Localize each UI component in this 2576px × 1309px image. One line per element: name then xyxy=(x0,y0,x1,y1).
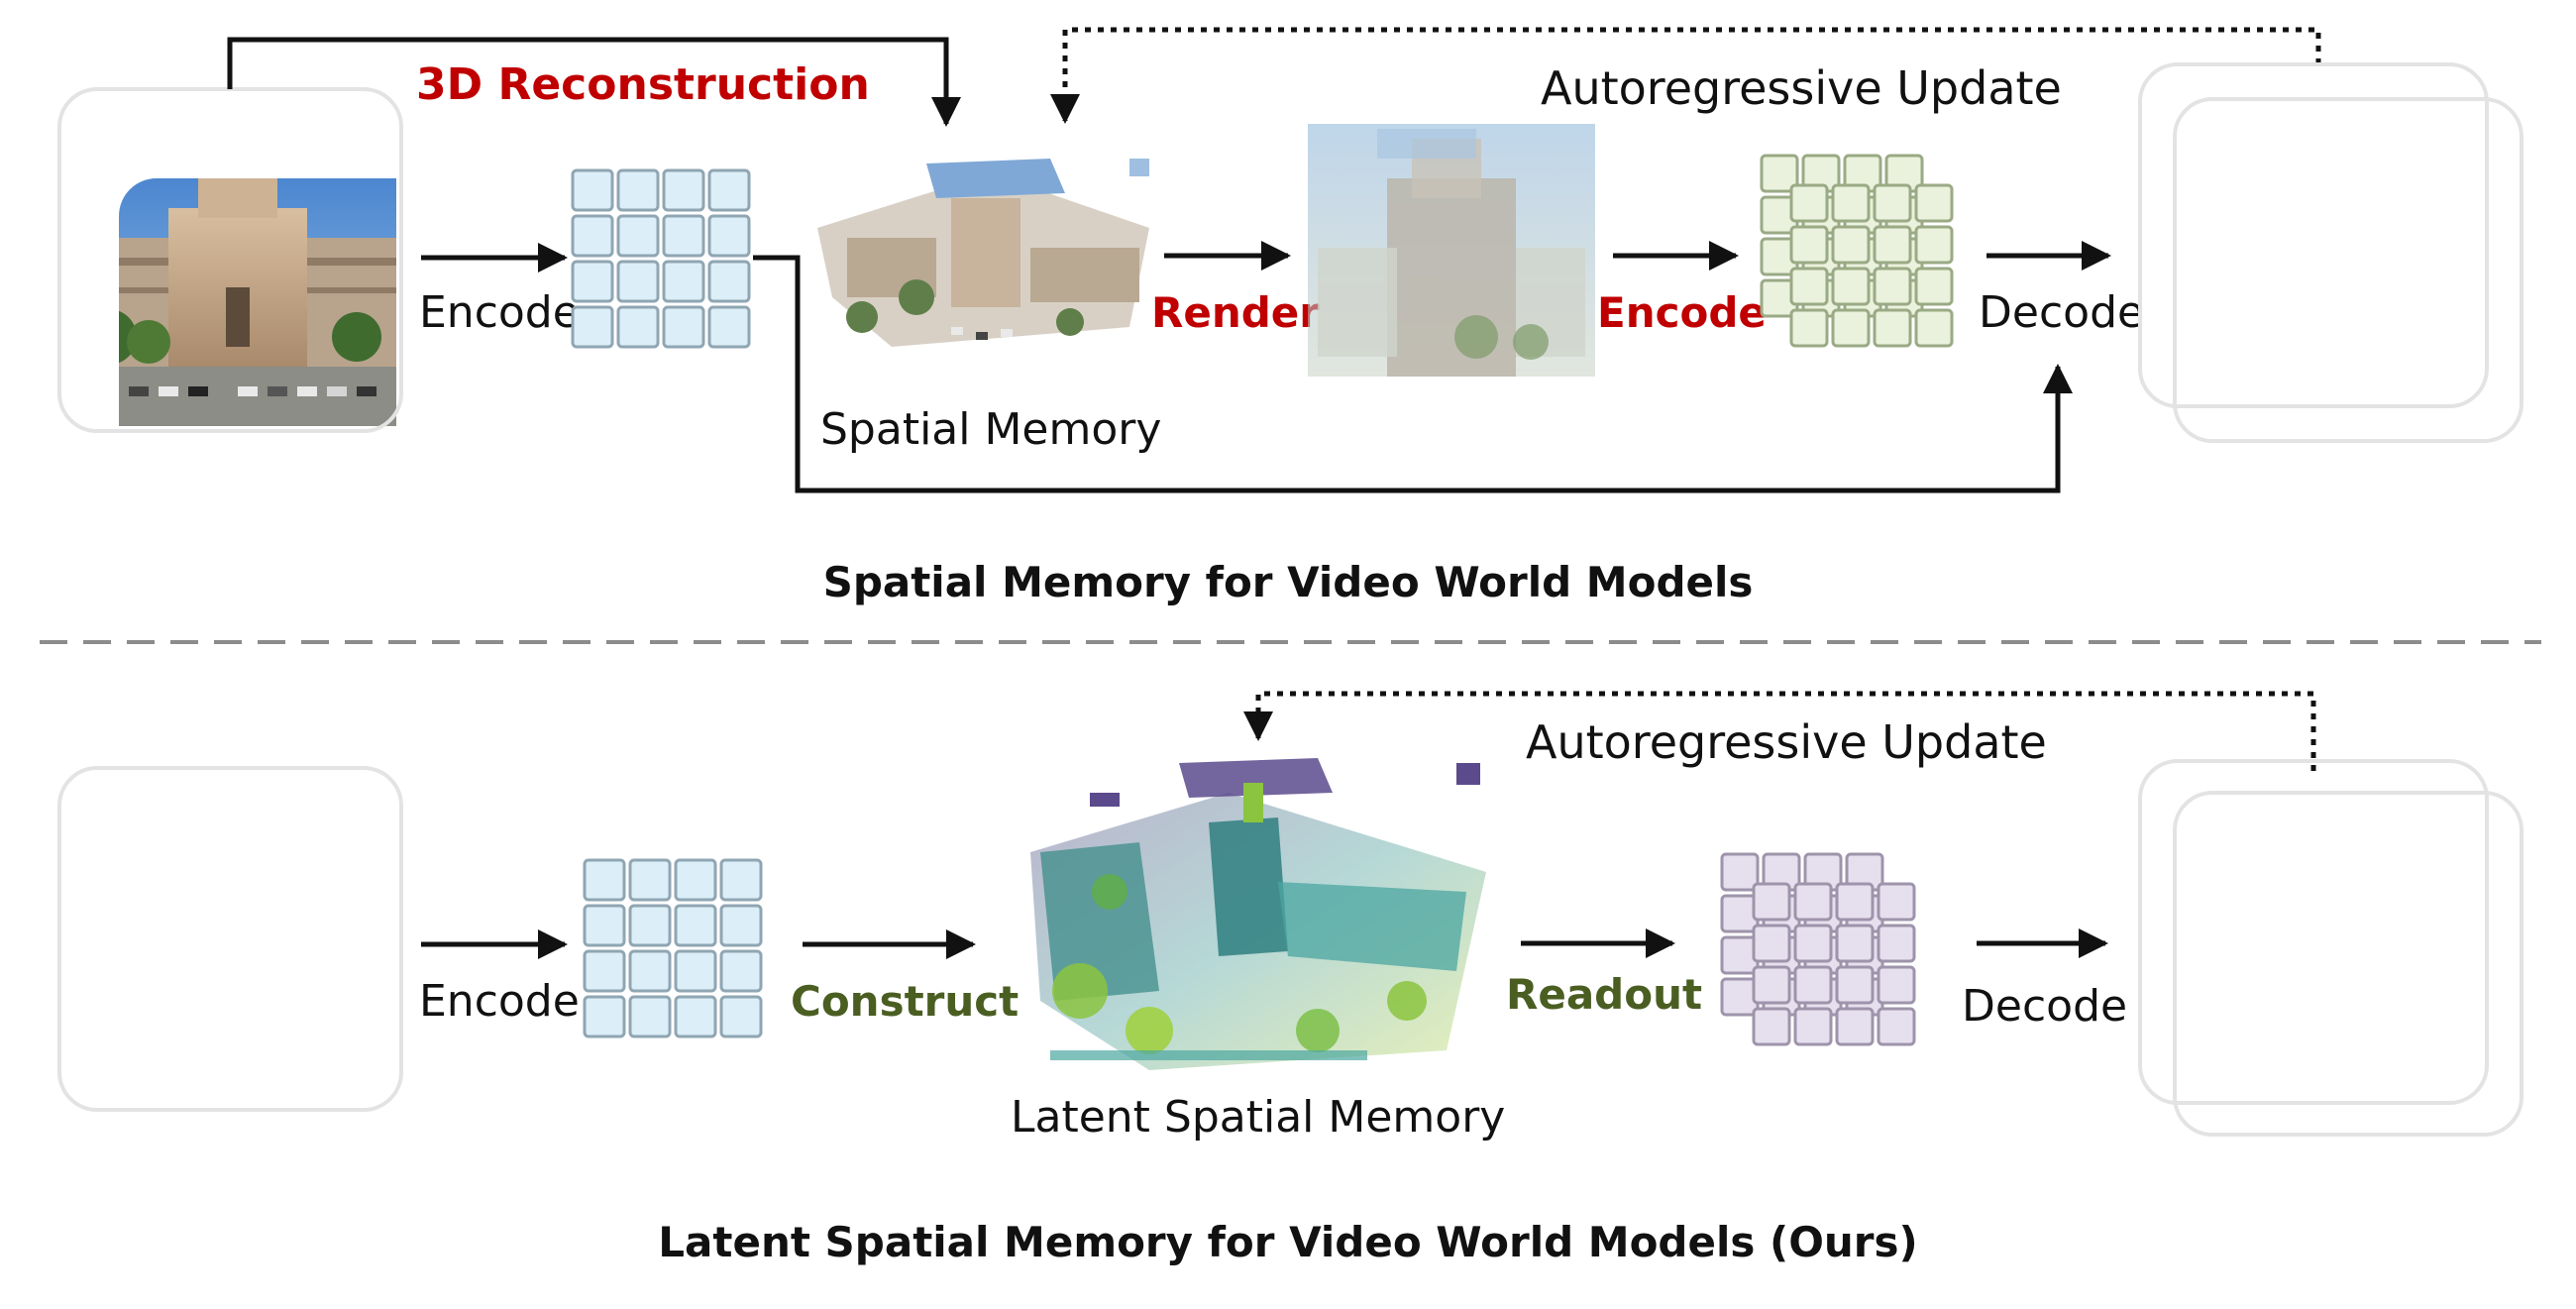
bottom-input-image xyxy=(57,766,403,1112)
purple-token-back xyxy=(1720,852,1760,892)
green-token-front xyxy=(1789,183,1829,223)
purple-token-front xyxy=(1877,924,1916,963)
top-output-frames xyxy=(2138,62,2523,443)
latent-token xyxy=(719,858,763,902)
top-caption: Spatial Memory for Video World Models xyxy=(823,558,1754,606)
green-token-front xyxy=(1831,267,1871,306)
reconstruction-arrow xyxy=(227,37,961,127)
top-decode-label: Decode xyxy=(1979,287,2144,338)
purple-token-front xyxy=(1752,1007,1791,1046)
latent-token xyxy=(719,995,763,1038)
latent-token xyxy=(674,949,717,993)
latent-token xyxy=(719,949,763,993)
latent-token xyxy=(616,168,660,212)
green-token-front xyxy=(1789,308,1829,348)
latent-token xyxy=(662,168,705,212)
purple-token-front xyxy=(1752,882,1791,922)
latent-token xyxy=(707,214,751,258)
green-token-front xyxy=(1831,308,1871,348)
latent-token xyxy=(719,904,763,947)
green-token-front xyxy=(1873,183,1912,223)
latent-token xyxy=(662,305,705,349)
green-token-front xyxy=(1914,267,1954,306)
latent-token xyxy=(583,904,626,947)
latent-token xyxy=(571,214,614,258)
latent-token xyxy=(616,260,660,303)
latent-token xyxy=(674,995,717,1038)
top-encode2-label: Encode xyxy=(1597,288,1767,337)
reconstruction-label: 3D Reconstruction xyxy=(416,59,870,110)
purple-token-front xyxy=(1877,1007,1916,1046)
latent-token xyxy=(571,260,614,303)
bottom-purple-token-stack xyxy=(1720,852,1916,1046)
top-autoregressive-arrow xyxy=(1050,27,2321,124)
latent-token xyxy=(628,949,672,993)
construct-label: Construct xyxy=(791,977,1019,1026)
green-token-front xyxy=(1873,225,1912,265)
purple-token-front xyxy=(1793,965,1833,1005)
top-autoregressive-label: Autoregressive Update xyxy=(1541,61,2062,115)
latent-token xyxy=(662,214,705,258)
latent-token xyxy=(616,214,660,258)
bottom-encode-label: Encode xyxy=(419,976,580,1027)
purple-token-front xyxy=(1752,965,1791,1005)
purple-token-front xyxy=(1793,1007,1833,1046)
bottom-latent-grid xyxy=(583,858,763,1038)
latent-token xyxy=(583,858,626,902)
green-token-front xyxy=(1873,308,1912,348)
latent-token xyxy=(707,168,751,212)
latent-token xyxy=(707,305,751,349)
green-token-front xyxy=(1914,183,1954,223)
latent-token xyxy=(583,995,626,1038)
green-token-front xyxy=(1873,267,1912,306)
readout-label: Readout xyxy=(1506,970,1702,1019)
rendered-view xyxy=(1308,124,1595,377)
latent-token xyxy=(571,305,614,349)
latent-token xyxy=(616,305,660,349)
latent-token xyxy=(674,858,717,902)
latent-token xyxy=(628,904,672,947)
latent-token xyxy=(662,260,705,303)
top-latent-grid xyxy=(571,168,751,349)
bottom-caption: Latent Spatial Memory for Video World Mo… xyxy=(658,1218,1917,1266)
purple-token-front xyxy=(1793,882,1833,922)
latent-token xyxy=(707,260,751,303)
purple-token-front xyxy=(1835,882,1875,922)
render-label: Render xyxy=(1151,288,1320,337)
green-token-front xyxy=(1789,267,1829,306)
green-token-front xyxy=(1914,308,1954,348)
purple-token-front xyxy=(1835,1007,1875,1046)
top-encode-label: Encode xyxy=(419,287,580,338)
latent-token xyxy=(628,995,672,1038)
latent-token xyxy=(583,949,626,993)
bottom-decode-label: Decode xyxy=(1962,981,2127,1032)
bottom-memory-label: Latent Spatial Memory xyxy=(1011,1092,1505,1143)
skip-connection-arrow xyxy=(753,255,2073,493)
purple-token-front xyxy=(1835,924,1875,963)
latent-token xyxy=(628,858,672,902)
bottom-autoregressive-arrow xyxy=(1243,691,2316,771)
spatial-memory-point-cloud xyxy=(817,159,1149,347)
green-token-front xyxy=(1789,225,1829,265)
top-memory-label: Spatial Memory xyxy=(820,404,1161,455)
purple-token-front xyxy=(1877,965,1916,1005)
green-token-front xyxy=(1831,183,1871,223)
green-token-front xyxy=(1914,225,1954,265)
latent-spatial-memory-point-cloud xyxy=(1030,758,1486,1070)
top-green-token-stack xyxy=(1760,154,1954,348)
green-token-back xyxy=(1760,154,1799,193)
bottom-autoregressive-label: Autoregressive Update xyxy=(1526,715,2047,769)
top-input-image xyxy=(57,87,403,433)
purple-token-front xyxy=(1835,965,1875,1005)
purple-token-front xyxy=(1877,882,1916,922)
latent-token xyxy=(674,904,717,947)
purple-token-front xyxy=(1752,924,1791,963)
bottom-output-frames xyxy=(2138,759,2523,1137)
purple-token-front xyxy=(1793,924,1833,963)
green-token-front xyxy=(1831,225,1871,265)
latent-token xyxy=(571,168,614,212)
